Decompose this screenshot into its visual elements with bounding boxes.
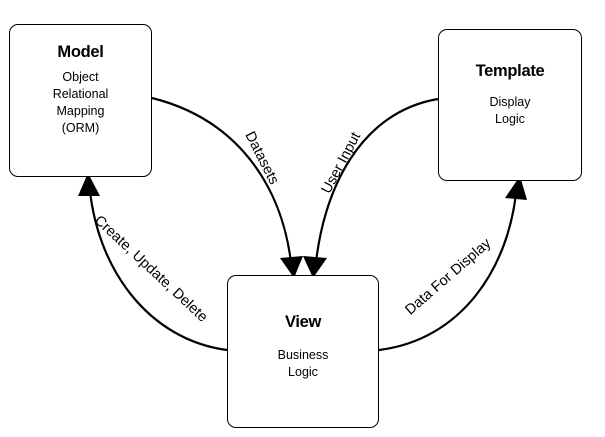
create-update-delete-arrowhead: [78, 173, 100, 196]
template-desc-line: Logic: [495, 112, 525, 126]
datasets-label: Datasets: [241, 129, 281, 187]
template-desc-line: Display: [489, 95, 531, 109]
model-desc-line: Mapping: [56, 104, 105, 118]
model-desc-line: Object: [62, 70, 99, 84]
model-description: Object Relational Mapping (ORM): [10, 69, 151, 137]
create-update-delete-arrow: [87, 179, 228, 352]
model-desc-line: Relational: [52, 87, 109, 101]
view-title: View: [284, 313, 322, 331]
template-description: Display Logic: [439, 94, 581, 128]
template-box: Template Display Logic: [438, 29, 582, 181]
datasets-arrowhead: [280, 256, 303, 278]
view-desc-line: Business: [277, 348, 329, 362]
datasets-arrow: [151, 96, 294, 273]
view-box: View Business Logic: [227, 275, 379, 428]
data-for-display-label: Data For Display: [402, 235, 495, 318]
user-input-arrow: [313, 97, 439, 273]
view-desc-line: Logic: [288, 365, 318, 379]
create-update-delete-label: Create, Update, Delete: [91, 213, 210, 326]
user-input-arrowhead: [303, 256, 327, 278]
data-for-display-arrowhead: [505, 176, 527, 200]
view-description: Business Logic: [228, 347, 378, 381]
data-for-display-arrow: [378, 183, 519, 352]
template-title: Template: [475, 62, 545, 80]
user-input-label: User Input: [319, 130, 365, 197]
model-box: Model Object Relational Mapping (ORM): [9, 24, 152, 177]
model-title: Model: [57, 43, 104, 61]
model-desc-line: (ORM): [61, 121, 100, 135]
